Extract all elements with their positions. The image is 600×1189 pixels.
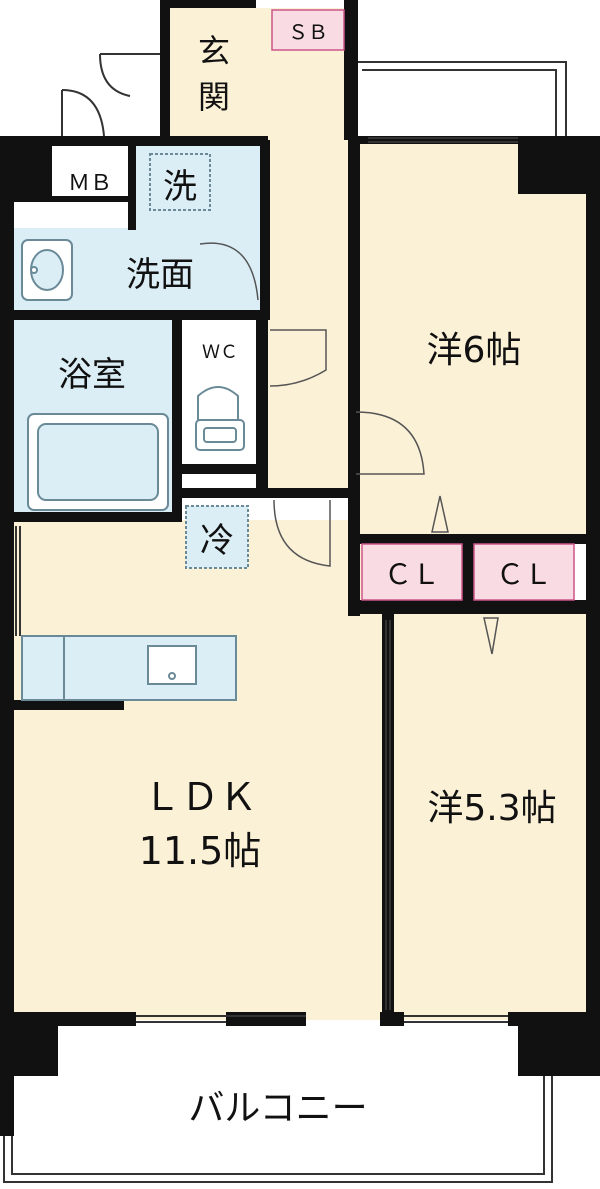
- closet-a-outline: [361, 543, 463, 601]
- label-entrance-1: 玄: [198, 32, 230, 70]
- toilet-icon: [195, 386, 245, 451]
- fridge-box: [185, 505, 249, 569]
- closet-b-area: [472, 540, 574, 602]
- label-ldk-name: ＬＤＫ: [143, 775, 257, 819]
- hallway-floor: [256, 8, 350, 498]
- label-bathroom: 浴室: [58, 355, 126, 395]
- windows: [15, 137, 518, 1023]
- label-shoe-box: ＳＢ: [288, 20, 328, 44]
- label-ldk-size: 11.5帖: [139, 829, 262, 873]
- label-meter-box: ＭＢ: [68, 171, 112, 196]
- label-washroom: 洗面: [126, 255, 194, 295]
- label-room-west-a: 洋6帖: [427, 330, 522, 371]
- closet-a-area: [362, 540, 462, 602]
- label-closet-a: ＣＬ: [384, 558, 440, 591]
- room-west-b-floor: [392, 612, 588, 1020]
- entrance-floor: [168, 8, 256, 136]
- door-swing-icon: [199, 242, 499, 655]
- label-closet-b: ＣＬ: [496, 558, 552, 591]
- kitchen-counter-icon: [21, 635, 237, 701]
- ldk-floor: [14, 520, 386, 1020]
- bathtub-icon: [27, 413, 169, 511]
- label-entrance-2: 関: [198, 78, 230, 116]
- label-fridge: 冷: [200, 521, 234, 561]
- shoe-box-area: [272, 10, 344, 50]
- label-washer: 洗: [163, 167, 197, 207]
- washer-box: [149, 153, 211, 211]
- label-balcony: バルコニー: [188, 1088, 367, 1129]
- shoe-box-outline: [271, 9, 345, 51]
- closet-b-outline: [473, 543, 575, 601]
- label-room-west-b: 洋5.3帖: [427, 788, 556, 829]
- sink-icon: [21, 239, 73, 301]
- room-labels: 玄 関 ＳＢ ＭＢ 洗 洗面 浴室 ＷＣ 冷 ＬＤＫ 11.5帖 洋6帖 洋5.…: [58, 20, 557, 1129]
- label-toilet: ＷＣ: [202, 342, 238, 363]
